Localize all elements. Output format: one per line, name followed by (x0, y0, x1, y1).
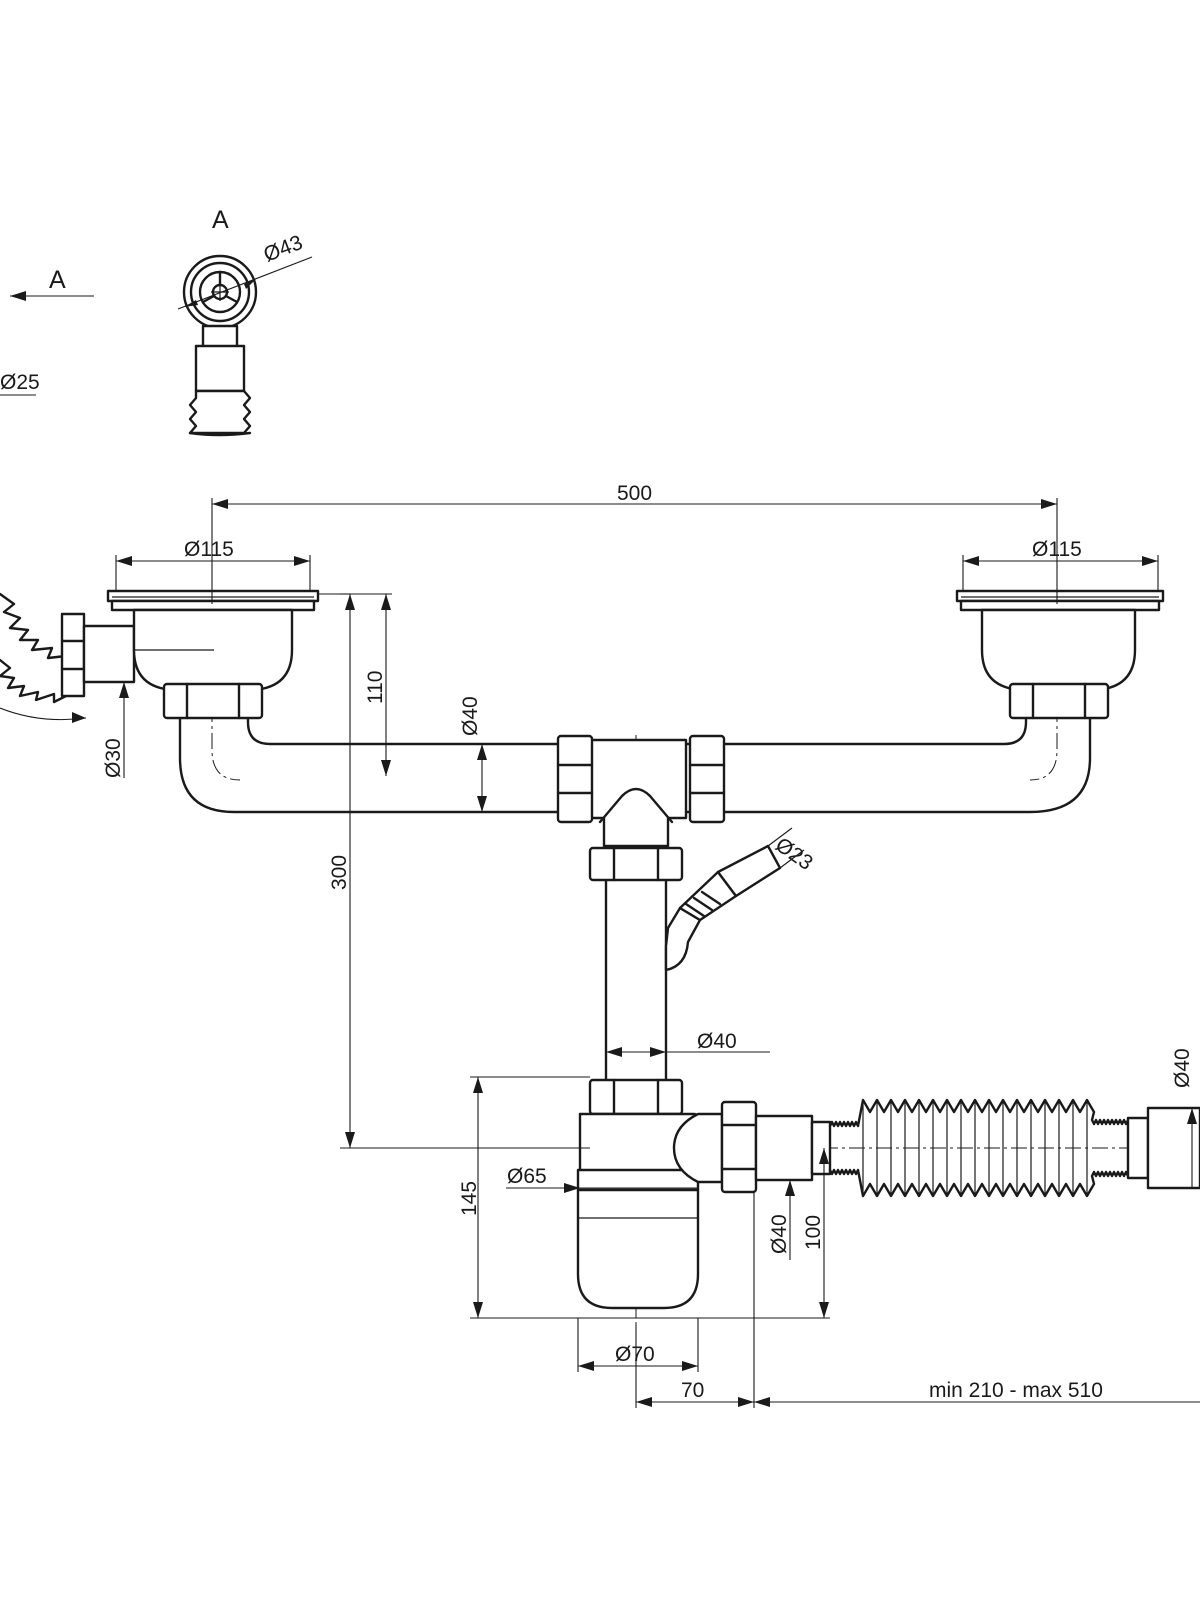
right-strainer (955, 589, 1165, 692)
dim-70: 70 (681, 1379, 704, 1402)
overflow-nut (60, 612, 86, 698)
outlet-elbow (672, 1100, 832, 1194)
left-strainer-nut (162, 682, 264, 720)
right-strainer-nut (1008, 682, 1110, 720)
dim-145: 145 (458, 1181, 481, 1216)
view-a-title: A (212, 206, 229, 234)
dim-110: 110 (364, 671, 387, 704)
corrugated-outlet-hose (828, 1098, 1200, 1198)
dim-d70: Ø70 (615, 1343, 655, 1366)
detail-view-a: A Ø43 (177, 206, 313, 437)
dim-500: 500 (617, 482, 652, 505)
overflow-hose (0, 592, 136, 723)
vertical-pipe (588, 846, 684, 1084)
dim-100: 100 (802, 1215, 825, 1250)
dimension-lines: 500 Ø115 Ø115 110 Ø40 Ø30 (102, 482, 1200, 1408)
dim-d25: Ø25 (0, 371, 40, 394)
tee-fitting (556, 734, 726, 848)
dim-300: 300 (328, 855, 351, 890)
dim-range: min 210 - max 510 (929, 1379, 1103, 1402)
dim-d115-right: Ø115 (1032, 538, 1082, 561)
dim-d40-pipe: Ø40 (697, 1030, 737, 1053)
dim-d115-left: Ø115 (184, 538, 234, 561)
dim-d40-branch: Ø40 (459, 696, 482, 736)
left-strainer (106, 589, 320, 692)
dim-d40-outlet: Ø40 (1171, 1048, 1194, 1088)
dim-d30: Ø30 (102, 738, 125, 778)
dim-d43: Ø43 (261, 231, 306, 267)
section-arrow-label: A (49, 266, 66, 294)
dishwasher-inlet: Ø23 (664, 827, 817, 972)
dim-d65: Ø65 (507, 1165, 547, 1188)
bottle-trap (576, 1078, 700, 1310)
section-arrow-a: A Ø25 (0, 266, 94, 396)
dim-d40-connector: Ø40 (768, 1214, 791, 1254)
